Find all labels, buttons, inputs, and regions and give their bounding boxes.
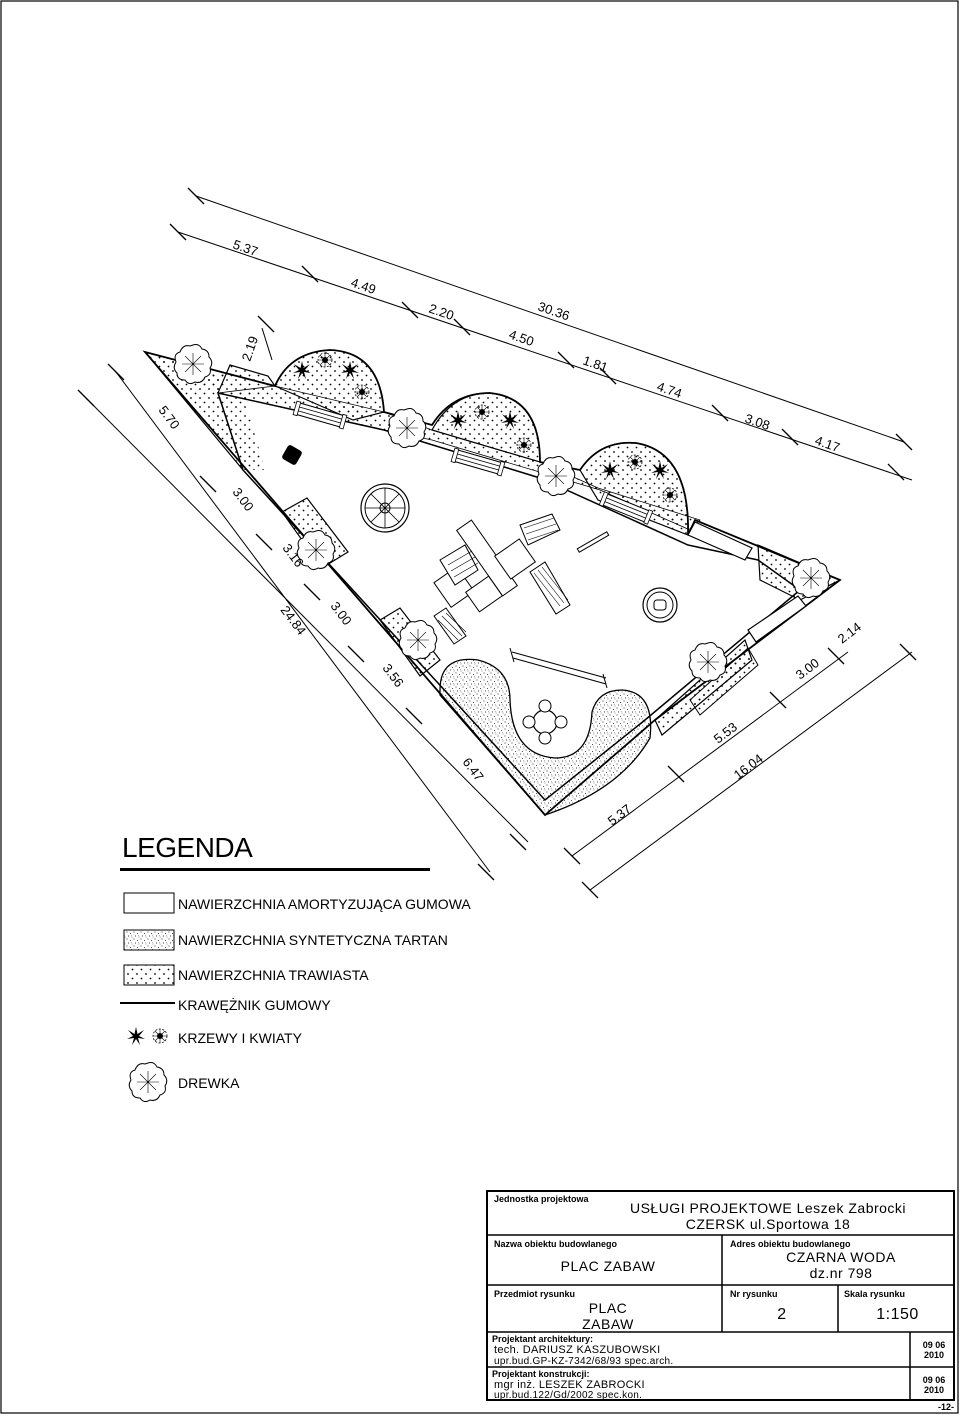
bin bbox=[282, 445, 302, 465]
object-address-line2: dz.nr 798 bbox=[809, 1265, 873, 1281]
subject-label: Przedmiot rysunku bbox=[494, 1289, 576, 1299]
flower-icon bbox=[662, 487, 678, 503]
dim-label: 5.37 bbox=[605, 801, 634, 828]
tree-icon bbox=[128, 1062, 168, 1103]
architect-date-line1: 09 06 bbox=[922, 1340, 946, 1350]
legend-label: DREWKA bbox=[178, 1075, 240, 1091]
dim-label: 4.50 bbox=[507, 327, 536, 349]
structure-date: 09 06 2010 bbox=[912, 1375, 956, 1395]
scale-label: Skala rysunku bbox=[844, 1289, 906, 1299]
flower-icon bbox=[317, 352, 333, 368]
dim-label: 3.56 bbox=[380, 661, 407, 690]
balance-beam bbox=[576, 531, 610, 553]
shrub-icon bbox=[127, 1027, 145, 1045]
flower-icon bbox=[354, 384, 370, 400]
object-address-label: Adres obiektu budowlanego bbox=[730, 1239, 851, 1249]
dim-label: 3.00 bbox=[793, 655, 822, 682]
drawing-no-label: Nr rysunku bbox=[730, 1289, 778, 1299]
drawing-no: 2 bbox=[777, 1306, 787, 1323]
dim-label: 5.37 bbox=[231, 237, 260, 259]
dim-label: 24.84 bbox=[278, 603, 310, 638]
legend-rule bbox=[120, 868, 430, 871]
flower-icon bbox=[627, 454, 643, 470]
architect-date: 09 06 2010 bbox=[912, 1340, 956, 1360]
dim-label: 3.00 bbox=[328, 599, 355, 628]
picnic-table bbox=[522, 699, 568, 745]
carousel bbox=[360, 483, 410, 533]
subject-line1: PLAC bbox=[588, 1300, 628, 1316]
architect-date-line2: 2010 bbox=[923, 1350, 945, 1360]
dim-label: 3.08 bbox=[743, 411, 772, 433]
tartan-surface bbox=[439, 658, 652, 816]
dim-label: 4.49 bbox=[349, 275, 378, 297]
structure-label: Projektant konstrukcji: bbox=[492, 1369, 590, 1379]
scale: 1:150 bbox=[876, 1306, 919, 1323]
structure-date-line2: 2010 bbox=[923, 1385, 945, 1395]
structure-date-line1: 09 06 bbox=[922, 1375, 946, 1385]
page-number: -12- bbox=[937, 1402, 954, 1412]
flower-icon bbox=[474, 404, 490, 420]
legend-label: KRAWĘŻNIK GUMOWY bbox=[178, 997, 331, 1013]
object-name-label: Nazwa obiektu budowlanego bbox=[494, 1239, 618, 1249]
play-structure bbox=[433, 513, 571, 645]
architect-name: tech. DARIUSZ KASZUBOWSKI bbox=[494, 1344, 661, 1356]
legend-label: NAWIERZCHNIA TRAWIASTA bbox=[178, 967, 369, 983]
dim-label: 2.19 bbox=[239, 334, 261, 363]
dim-label: 30.36 bbox=[536, 299, 572, 324]
legend-speckled-rect bbox=[123, 929, 175, 951]
dim-label: 1.81 bbox=[581, 353, 610, 375]
legend-dotted-rect bbox=[123, 964, 175, 986]
dim-label: 4.17 bbox=[813, 433, 842, 455]
architect-label: Projektant architektury: bbox=[492, 1334, 594, 1344]
legend-title: LEGENDA bbox=[122, 832, 253, 863]
horizontal-bar bbox=[509, 647, 608, 689]
dimension-ticks bbox=[77, 187, 917, 899]
dim-label: 4.74 bbox=[655, 379, 684, 401]
dim-label: 2.20 bbox=[427, 301, 456, 323]
legend-plain-rect bbox=[123, 892, 175, 914]
flower-icon bbox=[516, 437, 532, 453]
legend-symbols bbox=[120, 892, 175, 1103]
unit-line2: CZERSK ul.Sportowa 18 bbox=[685, 1216, 851, 1232]
dim-label: 3.00 bbox=[230, 485, 257, 514]
spring-rocker bbox=[642, 587, 678, 623]
unit-label: Jednostka projektowa bbox=[494, 1194, 589, 1204]
object-address-line1: CZARNA WODA bbox=[786, 1249, 896, 1265]
title-block-lines bbox=[486, 1234, 955, 1401]
dim-label: 2.14 bbox=[835, 619, 864, 646]
dim-label: 5.70 bbox=[156, 403, 183, 432]
dimension-lines bbox=[85, 195, 913, 891]
structure-name: mgr inż. LESZEK ZABROCKI bbox=[494, 1379, 645, 1391]
dim-label: 16.04 bbox=[731, 751, 766, 783]
object-name: PLAC ZABAW bbox=[560, 1258, 656, 1274]
legend-label: KRZEWY I KWIATY bbox=[178, 1030, 302, 1046]
unit-line1: USŁUGI PROJEKTOWE Leszek Zabrocki bbox=[629, 1200, 907, 1216]
structure-license: upr.bud.122/Gd/2002 spec.kon. bbox=[494, 1390, 643, 1401]
architect-license: upr.bud.GP-KZ-7342/68/93 spec.arch. bbox=[494, 1356, 674, 1367]
dim-label: 6.47 bbox=[460, 755, 487, 784]
title-block: Jednostka projektowa USŁUGI PROJEKTOWE L… bbox=[486, 1190, 955, 1401]
flower-icon bbox=[152, 1028, 168, 1044]
legend-label: NAWIERZCHNIA AMORTYZUJĄCA GUMOWA bbox=[178, 896, 471, 912]
subject-line2: ZABAW bbox=[582, 1316, 634, 1332]
legend-label: NAWIERZCHNIA SYNTETYCZNA TARTAN bbox=[178, 932, 448, 948]
